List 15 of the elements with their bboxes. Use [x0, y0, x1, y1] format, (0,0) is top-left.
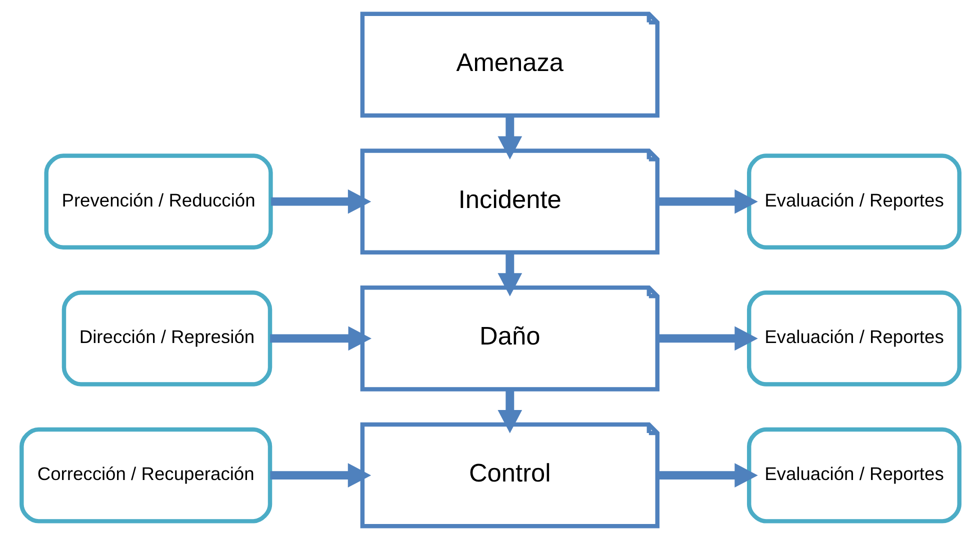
node-box: Evaluación / Reportes	[746, 154, 961, 250]
arrow	[657, 326, 758, 351]
node-box: Evaluación / Reportes	[746, 427, 961, 524]
node-box: Evaluación / Reportes	[746, 290, 961, 386]
arrow	[270, 463, 371, 488]
node-box: Dirección / Represión	[61, 290, 272, 386]
arrow	[270, 189, 371, 214]
arrow	[270, 326, 371, 351]
arrow	[497, 389, 522, 434]
arrow	[497, 116, 522, 160]
node-box: Corrección / Recuperación	[19, 427, 272, 524]
node-box: Prevención / Reducción	[44, 154, 272, 250]
arrow	[657, 189, 758, 214]
arrow	[657, 463, 758, 488]
arrow	[497, 252, 522, 296]
